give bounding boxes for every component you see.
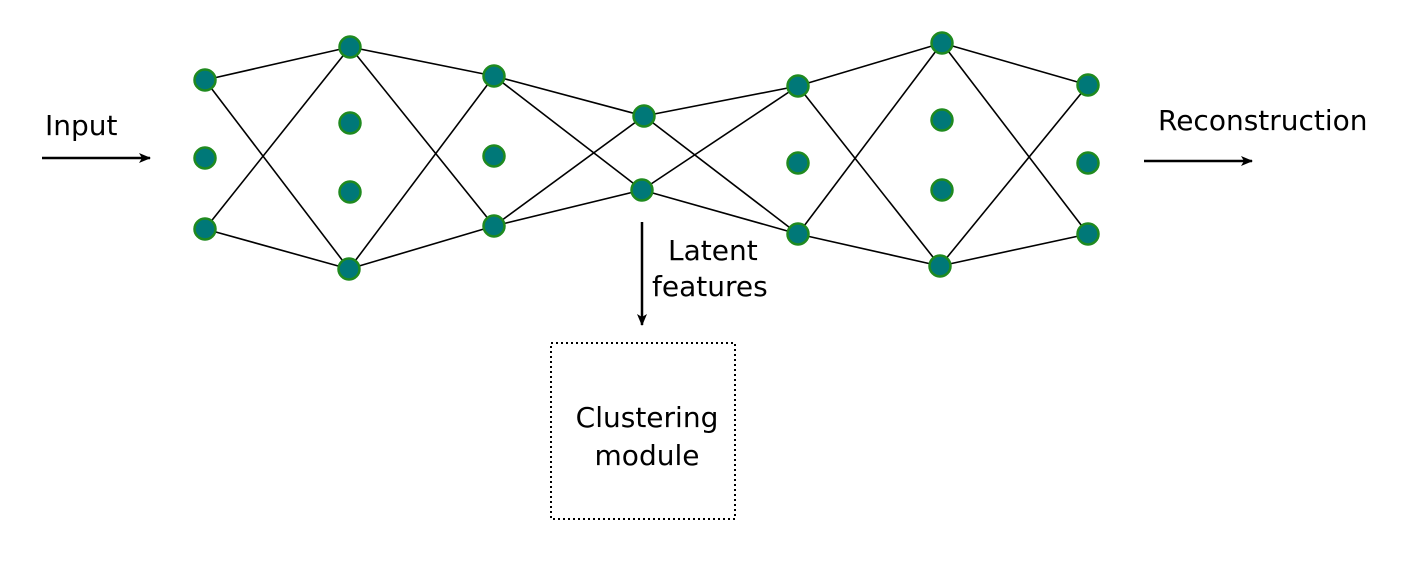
network-edge	[493, 75, 645, 117]
network-edge	[204, 228, 350, 270]
clustering-label-line2: module	[595, 439, 700, 472]
reconstruction-label: Reconstruction	[1158, 104, 1368, 137]
network-edge	[349, 46, 495, 77]
network-edge	[797, 42, 943, 235]
network-edge	[204, 79, 350, 270]
hidden-layer-3-node	[786, 74, 810, 98]
network-edge	[941, 42, 1089, 235]
network-edge	[797, 233, 941, 267]
latent-label-line2: features	[652, 270, 768, 303]
network-nodes	[193, 31, 1100, 281]
network-edge	[797, 85, 941, 267]
input-layer-node	[193, 146, 217, 170]
clustering-module-box	[550, 342, 736, 520]
hidden-layer-2-node	[482, 144, 506, 168]
hidden-layer-2-node	[482, 214, 506, 238]
input-label: Input	[45, 109, 118, 142]
network-edge	[641, 189, 799, 235]
network-edge	[939, 84, 1089, 267]
hidden-layer-3-node	[786, 222, 810, 246]
hidden-layer-4-node	[930, 31, 954, 55]
network-edge	[204, 46, 351, 230]
network-edge	[797, 42, 943, 87]
hidden-layer-4-node	[930, 178, 954, 202]
output-layer-node	[1076, 151, 1100, 175]
network-edge	[941, 42, 1089, 86]
hidden-layer-4-node	[930, 108, 954, 132]
network-edge	[643, 85, 799, 117]
network-edge	[493, 75, 643, 191]
network-edge	[641, 85, 799, 191]
network-edge	[348, 225, 495, 270]
network-edge	[939, 233, 1089, 267]
output-layer-node	[1076, 73, 1100, 97]
input-layer-node	[193, 68, 217, 92]
hidden-layer-1-node	[338, 180, 362, 204]
latent-layer-node	[630, 178, 654, 202]
output-layer-node	[1076, 222, 1100, 246]
clustering-label-line1: Clustering	[576, 401, 719, 434]
network-edge	[493, 115, 645, 227]
network-edge	[348, 75, 495, 270]
input-layer-node	[193, 217, 217, 241]
network-edge	[204, 46, 351, 81]
network-edge	[349, 46, 495, 227]
hidden-layer-2-node	[482, 64, 506, 88]
network-edges	[204, 42, 1089, 270]
latent-label-line1: Latent	[668, 234, 758, 267]
network-edge	[493, 189, 643, 227]
hidden-layer-4-node	[928, 254, 952, 278]
hidden-layer-3-node	[786, 151, 810, 175]
hidden-layer-1-node	[337, 257, 361, 281]
latent-layer-node	[632, 104, 656, 128]
network-edge	[643, 115, 799, 235]
hidden-layer-1-node	[338, 35, 362, 59]
hidden-layer-1-node	[338, 111, 362, 135]
